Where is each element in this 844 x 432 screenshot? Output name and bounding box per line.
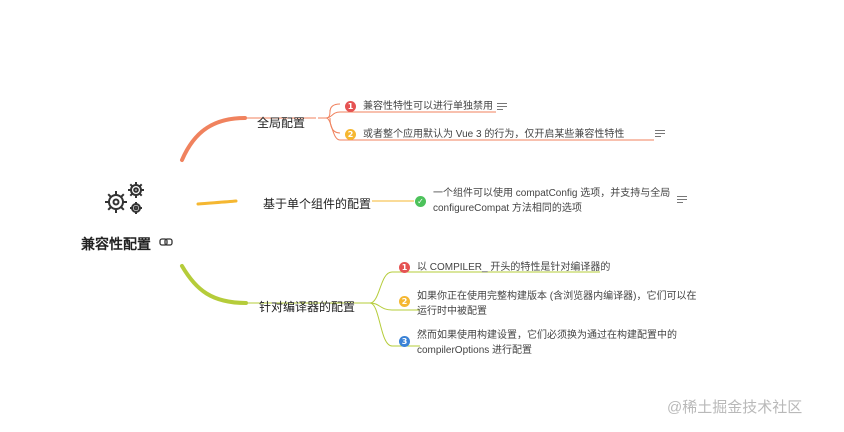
leaf-line: compilerOptions 进行配置: [417, 345, 533, 356]
priority-1-icon: 1: [399, 262, 410, 273]
note-icon[interactable]: [655, 130, 667, 140]
leaf-compiler-3[interactable]: 然而如果使用构建设置，它们必须换为通过在构建配置中的 compilerOptio…: [417, 328, 677, 358]
leaf-line: 一个组件可以使用 compatConfig 选项，并支持与全局: [433, 188, 671, 199]
leaf-line: configureCompat 方法相同的选项: [433, 203, 582, 214]
leaf-line: 如果你正在使用完整构建版本 (含浏览器内编译器)，它们可以在: [417, 291, 697, 302]
branch-component-label[interactable]: 基于单个组件的配置: [263, 197, 372, 211]
bracket-global: [318, 103, 341, 134]
branch-compiler-label[interactable]: 针对编译器的配置: [259, 300, 356, 314]
leaf-line: 然而如果使用构建设置，它们必须换为通过在构建配置中的: [417, 330, 677, 341]
connector-branch-compiler: [180, 264, 248, 305]
priority-2-icon: 2: [399, 296, 410, 307]
check-icon: ✓: [415, 196, 426, 207]
root-title: 兼容性配置: [81, 236, 151, 252]
link-icon[interactable]: [158, 234, 174, 250]
connector-branch-component: [196, 199, 238, 206]
leaf-line: 运行时中被配置: [417, 306, 487, 317]
leaf-compiler-2[interactable]: 如果你正在使用完整构建版本 (含浏览器内编译器)，它们可以在 运行时中被配置: [417, 289, 696, 319]
note-icon[interactable]: [677, 196, 689, 206]
leaf-global-1[interactable]: 兼容性特性可以进行单独禁用: [363, 101, 493, 112]
priority-2-icon: 2: [345, 129, 356, 140]
leaf-component-1[interactable]: 一个组件可以使用 compatConfig 选项，并支持与全局 configur…: [433, 186, 670, 216]
priority-1-icon: 1: [345, 101, 356, 112]
connector-branch-global: [180, 116, 247, 162]
leaf-global-2[interactable]: 或者整个应用默认为 Vue 3 的行为，仅开启某些兼容性特性: [363, 129, 625, 140]
priority-3-icon: 3: [399, 336, 410, 347]
leaf-compiler-1[interactable]: 以 COMPILER_ 开头的特性是针对编译器的: [417, 262, 611, 273]
branch-global-label[interactable]: 全局配置: [257, 116, 306, 130]
gears-icon: [98, 180, 150, 218]
watermark: @稀土掘金技术社区: [667, 399, 803, 416]
note-icon[interactable]: [497, 103, 509, 113]
